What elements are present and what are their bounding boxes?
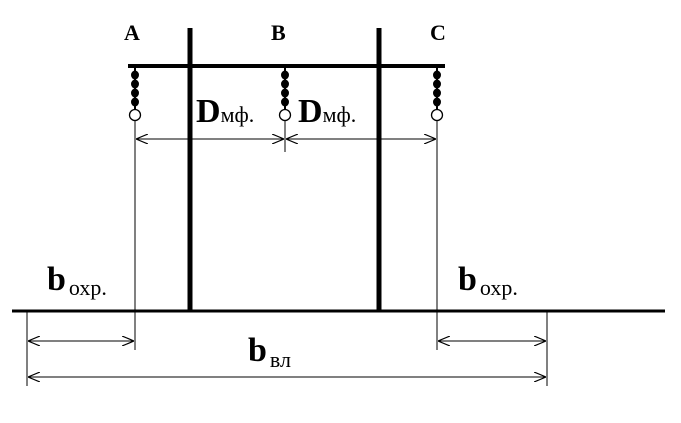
phase-label-c: C <box>430 20 446 45</box>
conductor-c <box>430 108 444 122</box>
insulator-phase-a <box>128 66 142 122</box>
insulator-phase-b <box>278 66 292 122</box>
insulator-phase-c <box>430 66 444 122</box>
conductor-a <box>128 108 142 122</box>
phase-label-b: B <box>271 20 286 45</box>
phase-label-a: A <box>124 20 140 45</box>
phase-spacing-label-left: Dмф. <box>196 93 254 130</box>
conductor-b <box>278 108 292 122</box>
phase-spacing-label-right: Dмф. <box>298 93 356 130</box>
